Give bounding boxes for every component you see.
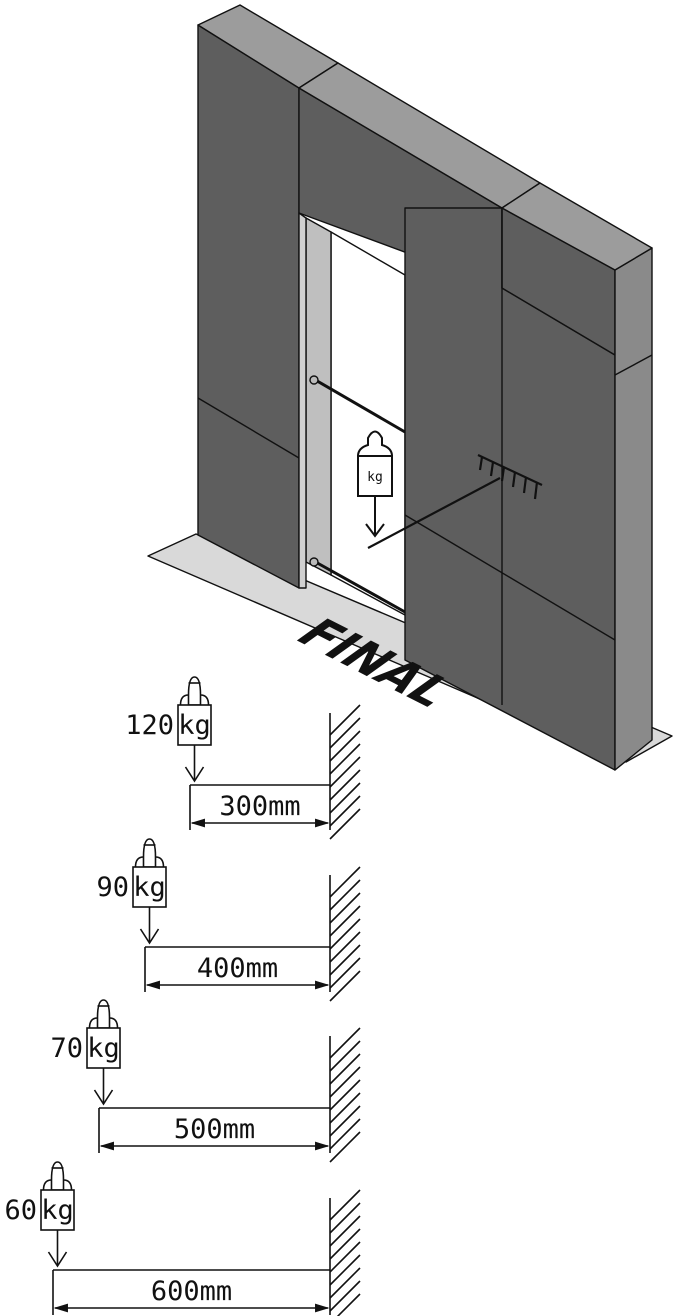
wall-hatch-line [329, 892, 361, 924]
rail-upper [311, 376, 406, 434]
wall-hatch-line [329, 918, 361, 950]
wall-hatch-line [329, 756, 361, 788]
wall-hatch-line [329, 1189, 361, 1221]
wall-hatch-line [329, 704, 361, 736]
rail-lower [311, 558, 406, 614]
wall-hatch-line [329, 1202, 361, 1234]
rack-tooth [489, 461, 495, 477]
wall-hatch-line [329, 905, 361, 937]
wall-hatch-line [329, 1215, 361, 1247]
hook-rack-symbol [367, 454, 543, 549]
wall-weight-symbol: kg [356, 430, 394, 538]
weight-arrow-head [365, 523, 385, 538]
wall-hatch-line [329, 769, 361, 801]
wall-hatch-line [329, 1267, 361, 1299]
wall-hatch-line [329, 808, 361, 840]
weight-shoulder [42, 1179, 73, 1191]
weight-unit-label: kg [41, 1195, 74, 1226]
hook-rack-handle [367, 477, 501, 549]
beam-length-label: 500mm [174, 1114, 255, 1145]
wall-hatch-line [329, 1228, 361, 1260]
load-arrow-head [47, 1251, 68, 1268]
wall-hatch-line [329, 717, 361, 749]
weight-mass-label: 70 [50, 1033, 83, 1064]
rack-tooth [511, 471, 517, 488]
weight-mass-label: 90 [96, 872, 129, 903]
wall-hatch-line [329, 1066, 361, 1098]
right-panel-side [614, 247, 653, 771]
wall-hatch-line [329, 730, 361, 762]
wall-hatch-line [329, 743, 361, 775]
wall-hatch-line [329, 1079, 361, 1111]
rack-tooth [522, 476, 528, 494]
wall-hatch-line [336, 1293, 361, 1316]
weight-knob [50, 1161, 65, 1191]
wall-hatch-line [329, 866, 361, 898]
weight-shoulder [88, 1017, 119, 1029]
beam-length-label: 600mm [151, 1276, 232, 1307]
left-panel-front [197, 24, 300, 589]
beam-length-label: 400mm [197, 953, 278, 984]
hook-rack-bar [477, 454, 543, 486]
isometric-wall [147, 4, 673, 771]
wall-hatch-line [329, 944, 361, 976]
wall-hatch-line [329, 1040, 361, 1072]
weight-mass-label: 120 [125, 710, 174, 741]
weight-box [357, 455, 393, 497]
wall-hatch-line [329, 1254, 361, 1286]
wall-hatch-line [329, 1118, 361, 1150]
weight-unit-label: kg [133, 872, 166, 903]
weight-knob [96, 999, 111, 1029]
side-panel-joint [614, 354, 653, 376]
rack-tooth [533, 481, 539, 500]
wall-hatch-line [329, 1105, 361, 1137]
wall-hatch-line [329, 782, 361, 814]
left-panel-joint [197, 397, 300, 459]
weight-unit-label: kg [87, 1033, 120, 1064]
rack-tooth [500, 466, 506, 482]
weight-box [132, 866, 167, 908]
right-panel-top [501, 182, 653, 271]
weight-knob [187, 676, 202, 706]
wall-hatch-line [329, 879, 361, 911]
wall-hatch-line [329, 795, 361, 827]
wall-hatch-line [329, 1241, 361, 1273]
door-jamb [305, 217, 332, 576]
weight-bottle-top [356, 430, 394, 457]
rack-tooth [478, 456, 484, 471]
weight-unit-label: kg [178, 710, 211, 741]
beam-length-label: 300mm [219, 791, 300, 822]
door-frame-left [298, 212, 307, 589]
load-arrow-head [139, 928, 160, 945]
weight-knob [142, 838, 157, 868]
rail-upper-bolt [309, 375, 319, 385]
weight-kg-label: kg [367, 470, 383, 485]
door-opening [330, 231, 406, 616]
weight-shoulder [134, 856, 165, 868]
wall-hatch-line [329, 1280, 361, 1312]
wall-hatch-line [329, 1092, 361, 1124]
wall-hatch-line [329, 970, 361, 1002]
weight-mass-label: 60 [4, 1195, 37, 1226]
wall-hatch-line [329, 931, 361, 963]
wall-hatch-line [329, 1027, 361, 1059]
right-panel-joint-a [404, 514, 616, 641]
load-arrow-head [184, 766, 205, 783]
wall-hatch-line [329, 957, 361, 989]
wall-hatch-line [329, 1131, 361, 1163]
wall-hatch-line [329, 1053, 361, 1085]
weight-shoulder [179, 694, 210, 706]
load-arrow-head [93, 1089, 114, 1106]
rail-lower-bolt [309, 557, 319, 567]
